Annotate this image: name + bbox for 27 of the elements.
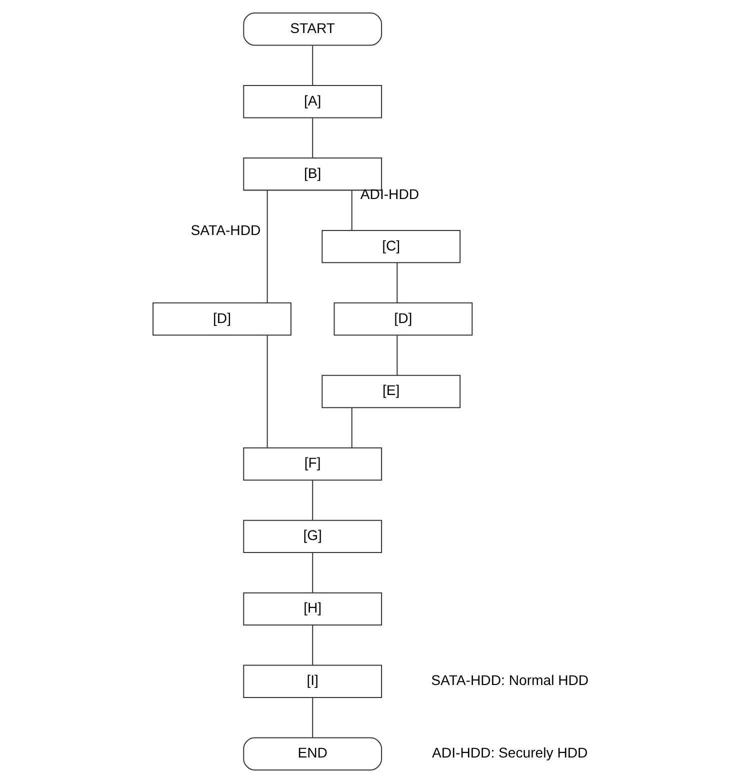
connector xyxy=(312,480,313,520)
connector xyxy=(312,697,313,737)
connector xyxy=(396,334,398,375)
node-box: [B] xyxy=(242,156,382,190)
edge-label: SATA-HDD xyxy=(190,222,260,238)
connector xyxy=(312,118,313,158)
node-box: [F] xyxy=(242,446,382,480)
label: ADI-HDD: Securely HDD xyxy=(432,744,588,760)
connector xyxy=(312,45,313,85)
node-box: START xyxy=(242,12,382,46)
node-box: END xyxy=(242,736,382,770)
node-box: [C] xyxy=(321,229,460,263)
node-box: [D] xyxy=(333,302,472,336)
connector xyxy=(312,624,313,665)
node-box: [A] xyxy=(242,84,382,118)
node-box: [G] xyxy=(242,519,382,553)
node-box: [D] xyxy=(152,302,291,336)
label: SATA-HDD: Normal HDD xyxy=(430,672,588,688)
connector xyxy=(266,334,268,447)
connector xyxy=(350,190,352,230)
node-box: [E] xyxy=(321,374,460,408)
connector xyxy=(266,190,268,302)
connector xyxy=(396,262,398,302)
node-box: [I] xyxy=(242,664,382,698)
node-box: [H] xyxy=(242,592,382,626)
connector xyxy=(312,552,313,592)
connector xyxy=(350,407,352,448)
